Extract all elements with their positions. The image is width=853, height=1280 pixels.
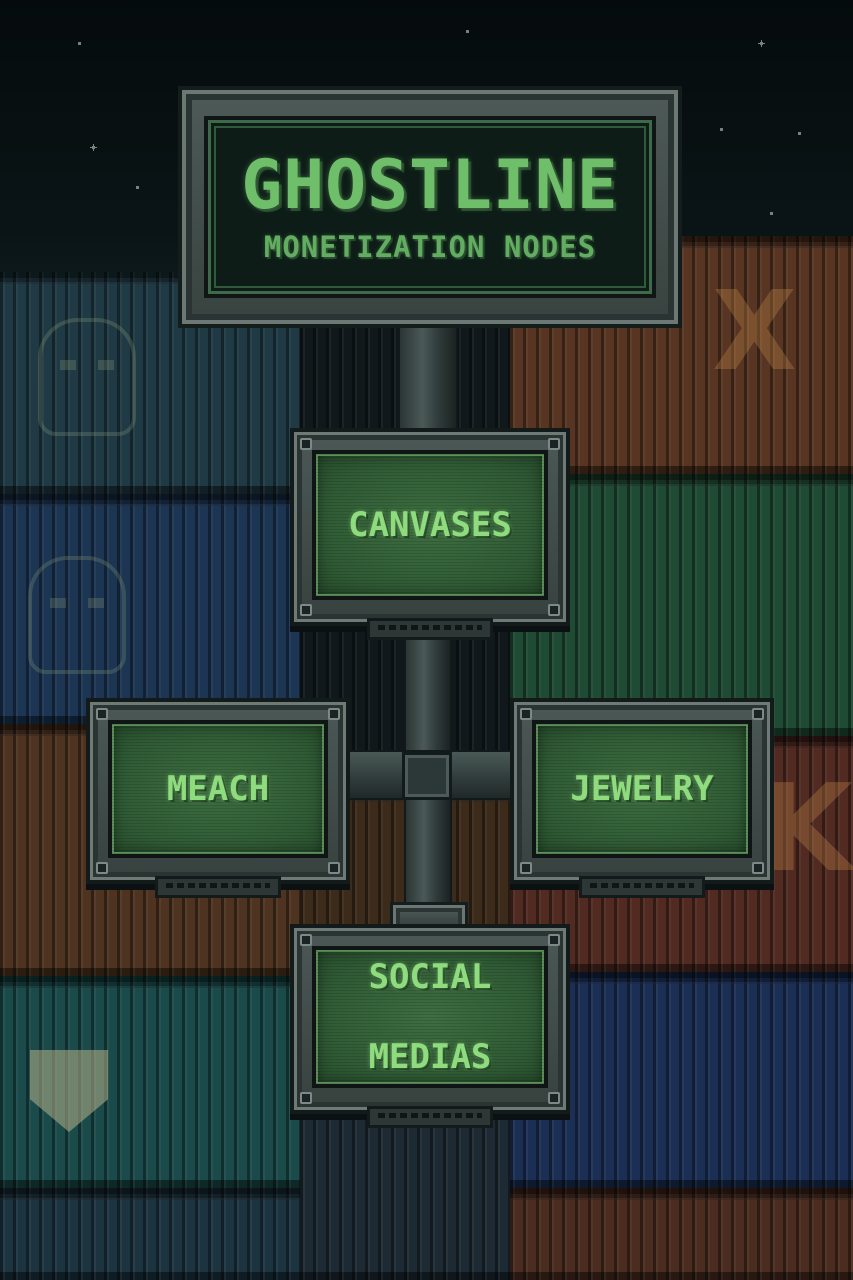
rivet-icon bbox=[300, 1092, 312, 1104]
beam-junction bbox=[402, 752, 452, 800]
node-social-medias-label: SOCIAL MEDIAS bbox=[369, 917, 492, 1117]
rivet-icon bbox=[548, 604, 560, 616]
rivet-icon bbox=[300, 438, 312, 450]
node-jewelry-button[interactable]: JEWELRY bbox=[510, 698, 774, 898]
star-icon bbox=[770, 212, 773, 215]
rivet-icon bbox=[328, 708, 340, 720]
node-screen: JEWELRY bbox=[532, 720, 752, 858]
node-screen: MEACH bbox=[108, 720, 328, 858]
node-merch-label: MEACH bbox=[166, 769, 270, 809]
node-jewelry-label: JEWELRY bbox=[570, 769, 714, 809]
rivet-icon bbox=[548, 1092, 560, 1104]
graffiti-tag: X bbox=[712, 267, 797, 395]
rivet-icon bbox=[96, 862, 108, 874]
rivet-icon bbox=[328, 862, 340, 874]
node-canvases-button[interactable]: CANVASES bbox=[290, 428, 570, 640]
graffiti-tag: K bbox=[760, 760, 853, 899]
support-pole bbox=[398, 318, 458, 438]
node-social-line2: MEDIAS bbox=[368, 1037, 492, 1077]
game-subtitle: MONETIZATION NODES bbox=[263, 230, 597, 264]
vent-grill bbox=[155, 876, 281, 898]
rivet-icon bbox=[752, 708, 764, 720]
graffiti-face bbox=[28, 556, 126, 674]
star-icon bbox=[720, 128, 723, 131]
star-icon bbox=[798, 132, 801, 135]
graffiti-face bbox=[38, 318, 136, 436]
shipping-container bbox=[0, 494, 300, 724]
vent-grill bbox=[367, 618, 493, 640]
rivet-icon bbox=[520, 862, 532, 874]
rivet-icon bbox=[548, 438, 560, 450]
rivet-icon bbox=[752, 862, 764, 874]
star-icon bbox=[90, 144, 97, 151]
title-sign: GHOSTLINE MONETIZATION NODES bbox=[178, 86, 682, 328]
game-title: GHOSTLINE bbox=[241, 146, 619, 225]
node-social-medias-button[interactable]: SOCIAL MEDIAS bbox=[290, 924, 570, 1128]
rivet-icon bbox=[96, 708, 108, 720]
rivet-icon bbox=[548, 934, 560, 946]
node-screen: SOCIAL MEDIAS bbox=[312, 946, 548, 1088]
star-icon bbox=[466, 30, 469, 33]
node-screen: CANVASES bbox=[312, 450, 548, 600]
shipping-container bbox=[510, 1188, 853, 1280]
star-icon bbox=[136, 186, 139, 189]
node-social-line1: SOCIAL bbox=[368, 957, 492, 997]
rivet-icon bbox=[300, 604, 312, 616]
vent-grill bbox=[367, 1106, 493, 1128]
node-canvases-label: CANVASES bbox=[348, 505, 512, 545]
rivet-icon bbox=[300, 934, 312, 946]
vent-grill bbox=[579, 876, 705, 898]
node-merch-button[interactable]: MEACH bbox=[86, 698, 350, 898]
shipping-container bbox=[0, 1188, 300, 1280]
rivet-icon bbox=[520, 708, 532, 720]
title-sign-screen: GHOSTLINE MONETIZATION NODES bbox=[204, 116, 656, 298]
star-icon bbox=[758, 40, 765, 47]
star-icon bbox=[78, 42, 81, 45]
